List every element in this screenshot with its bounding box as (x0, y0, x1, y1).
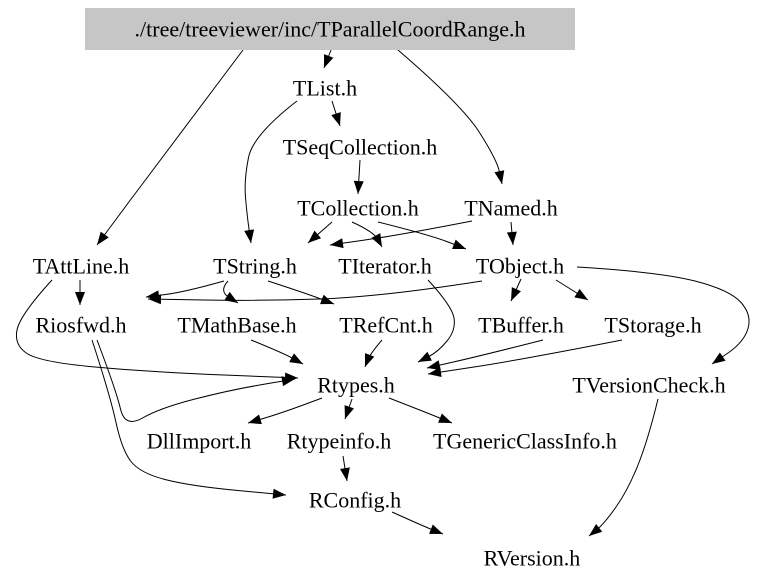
edge-TObject-to-Riosfwd (147, 280, 483, 301)
arrowhead-Riosfwd-to-RConfig (272, 488, 286, 499)
arrowhead-RConfig-to-RVersion (429, 524, 443, 534)
node-label-TObject: TObject.h (476, 254, 564, 279)
node-label-TVersionCheck: TVersionCheck.h (572, 373, 725, 398)
arrowhead-TNamed-to-TObject (506, 231, 517, 245)
arrowhead-TRefCnt-to-Rtypes (365, 353, 375, 367)
arrowhead-TNamed-to-TString (330, 238, 344, 249)
arrowhead-root-to-TAttLine (97, 231, 109, 245)
arrowhead-Riosfwd-to-Rtypes (281, 376, 295, 387)
arrowhead-root-to-TList (324, 54, 334, 68)
edge-TBuffer-to-Rtypes (426, 339, 544, 369)
edge-TVersionCheck-to-RVersion (588, 398, 659, 537)
arrowhead-TObject-to-TStorage (574, 288, 588, 300)
edge-TNamed-to-TString (329, 220, 473, 246)
arrowhead-TCollection-to-TObject (452, 239, 466, 249)
arrowhead-TList-to-TString (244, 229, 255, 243)
edge-TCollection-to-TIterator (351, 221, 383, 248)
arrowhead-Rtypes-to-DllImport (248, 414, 262, 425)
node-label-TNamed: TNamed.h (464, 196, 557, 221)
arrowhead-TObject-to-Riosfwd (148, 294, 162, 305)
arrowhead-TSeqCollection-to-TCollection (353, 180, 364, 194)
edge-Rtypes-to-TGenericClassInfo (388, 397, 453, 424)
node-label-Riosfwd: Riosfwd.h (35, 313, 126, 338)
arrowhead-TList-to-TSeqCollection (331, 112, 341, 126)
node-label-TSeqCollection: TSeqCollection.h (283, 135, 438, 160)
node-label-TList: TList.h (293, 76, 357, 101)
node-label-TMathBase: TMathBase.h (177, 313, 296, 338)
arrowhead-Rtypes-to-Rtypeinfo (344, 405, 355, 419)
node-label-root: ./tree/treeviewer/inc/TParallelCoordRang… (135, 17, 526, 42)
node-label-TAttLine: TAttLine.h (33, 254, 130, 279)
arrowhead-TCollection-to-TIterator (371, 233, 382, 247)
arrowhead-TString-to-TRefCnt (320, 294, 334, 305)
edge-TAttLine-to-Rtypes (16, 279, 299, 379)
edge-TString-to-Riosfwd (145, 280, 225, 298)
arrowhead-TStorage-to-Rtypes (428, 367, 442, 377)
arrowhead-TAttLine-to-Riosfwd (75, 292, 85, 305)
node-label-RConfig: RConfig.h (309, 488, 401, 513)
arrowhead-TIterator-to-Rtypes (418, 351, 432, 362)
node-label-TIterator: TIterator.h (338, 254, 431, 279)
arrowhead-TBuffer-to-Rtypes (427, 360, 441, 371)
arrowhead-TString-to-TMathBase (224, 291, 238, 303)
edge-TList-to-TString (244, 100, 298, 244)
node-label-DllImport: DllImport.h (147, 429, 252, 454)
edge-Riosfwd-to-RConfig (91, 339, 287, 496)
arrowhead-Rtypeinfo-to-RConfig (340, 467, 350, 481)
edge-TCollection-to-TObject (377, 221, 467, 250)
edge-root-to-TAttLine (96, 49, 244, 246)
arrowhead-TObject-to-TBuffer (511, 287, 521, 301)
node-box-root (85, 8, 575, 50)
node-label-TRefCnt: TRefCnt.h (339, 313, 433, 338)
arrowhead-Rtypes-to-TGenericClassInfo (438, 413, 452, 423)
node-label-Rtypes: Rtypes.h (317, 373, 395, 398)
arrowhead-TMathBase-to-Rtypes (289, 353, 303, 364)
node-label-TCollection: TCollection.h (297, 196, 419, 221)
arrowhead-TObject-to-TVersionCheck (712, 352, 726, 364)
edge-Rtypes-to-DllImport (247, 397, 323, 424)
edge-TString-to-TRefCnt (267, 280, 335, 305)
edge-root-to-TNamed (397, 49, 503, 185)
node-label-Rtypeinfo: Rtypeinfo.h (287, 429, 392, 454)
node-label-TStorage: TStorage.h (604, 313, 701, 338)
node-label-TGenericClassInfo: TGenericClassInfo.h (433, 429, 617, 454)
arrowhead-TCollection-to-TString (308, 230, 322, 243)
edge-TStorage-to-Rtypes (427, 339, 623, 375)
node-label-TBuffer: TBuffer.h (478, 313, 564, 338)
edge-Riosfwd-to-Rtypes (96, 339, 296, 422)
edge-TIterator-to-Rtypes (417, 279, 455, 363)
arrowhead-TVersionCheck-to-RVersion (589, 523, 603, 536)
node-label-RVersion: RVersion.h (484, 546, 581, 571)
node-label-TString: TString.h (213, 254, 297, 279)
arrowhead-root-to-TNamed (494, 170, 505, 184)
edge-TObject-to-TVersionCheck (576, 266, 750, 365)
